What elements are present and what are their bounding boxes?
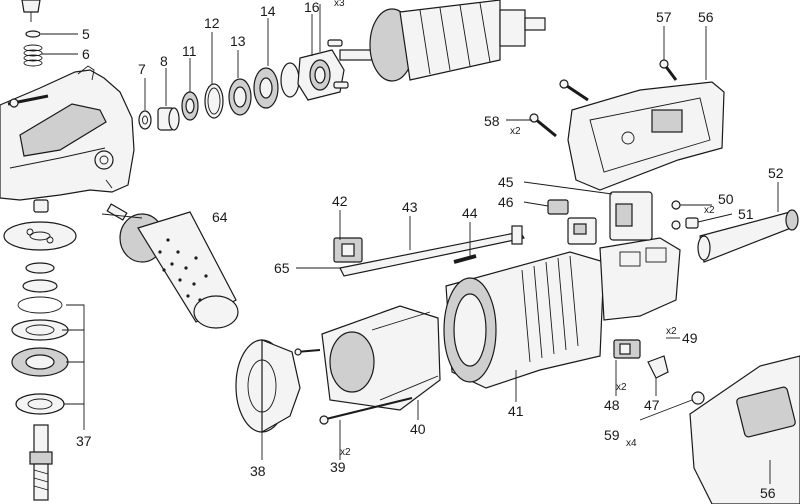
qty-58: x2 xyxy=(510,126,521,137)
rear-frame xyxy=(599,237,681,321)
spring-6 xyxy=(23,44,43,67)
label-7: 7 xyxy=(138,61,146,77)
label-52: 52 xyxy=(768,165,784,181)
brush-46 xyxy=(547,199,569,215)
screw-57 xyxy=(659,59,678,81)
label-6: 6 xyxy=(82,46,90,62)
label-46: 46 xyxy=(498,194,514,210)
gear-head-housing xyxy=(0,65,135,201)
side-handle-64 xyxy=(106,203,239,329)
bracket-37 xyxy=(62,304,85,430)
cap-38 xyxy=(235,339,301,434)
label-47: 47 xyxy=(644,397,660,413)
label-39: 39 xyxy=(330,459,346,475)
sleeve-8 xyxy=(157,107,180,131)
label-58: 58 xyxy=(484,113,500,129)
label-38: 38 xyxy=(250,463,266,479)
bearing-14 xyxy=(253,62,300,109)
label-5: 5 xyxy=(82,26,90,42)
bearing-13 xyxy=(228,78,252,116)
label-57: 57 xyxy=(656,9,672,25)
screws-39 xyxy=(319,397,413,425)
screw-left-top xyxy=(21,0,41,22)
switch-rod-43 xyxy=(339,225,525,277)
label-64: 64 xyxy=(212,209,228,225)
switch-42 xyxy=(333,237,363,263)
qty-50: x2 xyxy=(704,205,715,216)
screw-left xyxy=(7,94,49,108)
label-44: 44 xyxy=(462,205,478,221)
washer-5 xyxy=(25,30,41,38)
qty-39: x2 xyxy=(340,447,351,458)
bearing-11 xyxy=(181,91,199,121)
spring-44 xyxy=(453,254,477,264)
label-16: 16 xyxy=(304,0,320,15)
nut-7 xyxy=(138,110,152,130)
bearing-plate-16 xyxy=(297,39,349,101)
label-13: 13 xyxy=(230,33,246,49)
label-40: 40 xyxy=(410,421,426,437)
flange-stack xyxy=(3,199,77,415)
label-12: 12 xyxy=(204,15,220,31)
rear-cap-56 xyxy=(689,355,800,504)
label-45: 45 xyxy=(498,174,514,190)
label-14: 14 xyxy=(260,3,276,19)
cable-sleeve-52 xyxy=(697,209,799,263)
field-coil-40 xyxy=(294,305,441,411)
qty-59: x4 xyxy=(626,438,637,449)
qty-49: x2 xyxy=(666,326,677,337)
label-8: 8 xyxy=(160,53,168,69)
spindle xyxy=(29,424,53,501)
clip-47 xyxy=(647,355,669,379)
label-43: 43 xyxy=(402,199,418,215)
clamps-50-51 xyxy=(671,200,699,230)
label-49: 49 xyxy=(682,330,698,346)
ring-12 xyxy=(204,83,224,119)
label-65: 65 xyxy=(274,260,290,276)
label-11: 11 xyxy=(182,43,197,59)
connector-right xyxy=(567,217,597,245)
label-50: 50 xyxy=(718,191,734,207)
brush-holder-45 xyxy=(609,191,653,241)
label-56-top: 56 xyxy=(698,9,714,25)
label-42: 42 xyxy=(332,193,348,209)
label-37: 37 xyxy=(76,433,92,449)
label-51: 51 xyxy=(738,206,754,222)
armature xyxy=(339,0,546,82)
motor-housing-41 xyxy=(443,251,605,389)
label-59: 59 xyxy=(604,427,620,443)
label-48: 48 xyxy=(604,397,620,413)
label-56-bottom: 56 xyxy=(760,485,776,501)
qty-16: x3 xyxy=(334,0,345,9)
cover-plate-56 xyxy=(567,81,725,191)
qty-48: x2 xyxy=(616,382,627,393)
leader-lines xyxy=(41,4,779,484)
brushes-48-49 xyxy=(613,339,641,359)
label-41: 41 xyxy=(508,403,524,419)
part-labels: 5 6 7 8 11 12 13 14 16 x3 57 56 58 x2 64… xyxy=(76,0,784,501)
